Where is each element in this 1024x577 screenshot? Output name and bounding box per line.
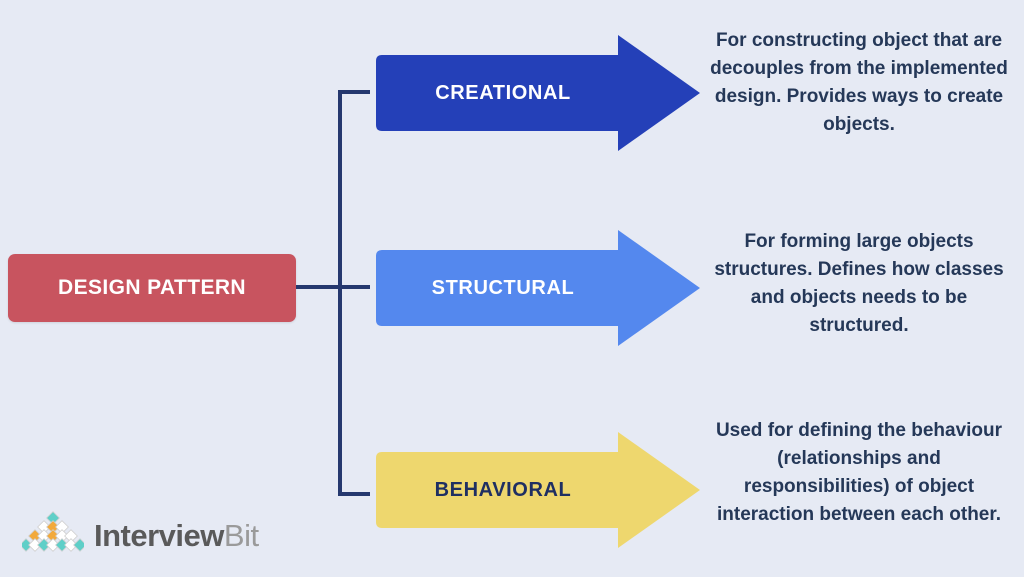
interviewbit-logo: InterviewBit: [22, 506, 272, 564]
arrow-behavioral-path: [376, 432, 700, 548]
arrow-behavioral-shape: [376, 432, 700, 548]
connector-branch-structural: [338, 285, 370, 289]
arrow-creational-path: [376, 35, 700, 151]
description-structural: For forming large objects structures. De…: [714, 231, 1004, 336]
root-node-design-pattern: DESIGN PATTERN: [8, 254, 296, 322]
logo-text-primary: Interview: [94, 517, 224, 553]
arrow-structural-shape: [376, 230, 700, 346]
root-node-label: DESIGN PATTERN: [58, 276, 246, 299]
connector-root-stub: [296, 285, 342, 289]
connector-branch-creational: [338, 90, 370, 94]
arrow-behavioral: BEHAVIORAL: [370, 430, 702, 550]
diamond-pyramid-icon: [22, 511, 84, 552]
arrow-creational-shape: [376, 35, 700, 151]
description-behavioral: Used for defining the behaviour (relatio…: [715, 420, 1003, 525]
logo-text-secondary: Bit: [223, 517, 259, 553]
arrow-structural-path: [376, 230, 700, 346]
connector-branch-behavioral: [338, 492, 370, 496]
description-creational: For constructing object that are decoupl…: [710, 30, 1008, 135]
logo-wordmark: InterviewBit: [94, 520, 259, 551]
arrow-creational: CREATIONAL: [370, 33, 702, 153]
arrow-structural: STRUCTURAL: [370, 228, 702, 348]
connector-vertical-trunk: [338, 90, 342, 496]
